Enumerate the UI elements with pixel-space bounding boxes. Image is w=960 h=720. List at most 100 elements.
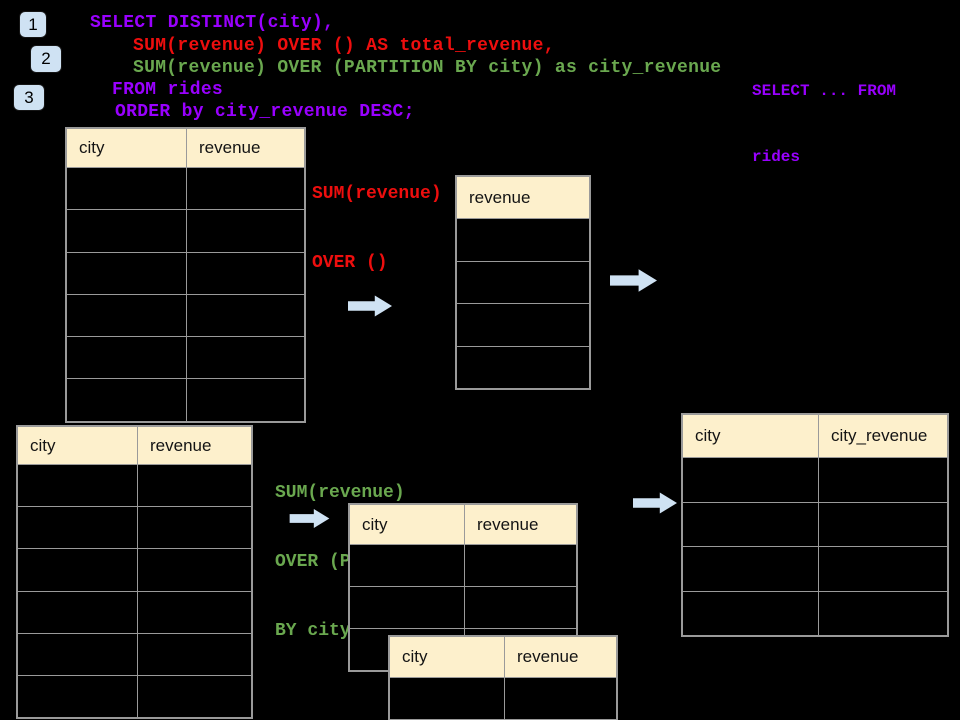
table-header-row: city revenue [18,427,251,464]
empty-cell [67,168,187,210]
empty-cell [18,465,138,507]
empty-cell [67,252,187,294]
empty-table-row [67,251,304,294]
empty-cell [350,587,465,628]
empty-cell [187,379,304,420]
column-header-revenue: revenue [477,514,539,534]
empty-cell [465,545,576,586]
table-header-row: city city_revenue [683,415,947,457]
empty-cell [819,458,947,502]
empty-cell [350,545,465,586]
column-header-city: city [350,505,465,544]
empty-table-row [18,464,251,507]
empty-table-row [18,506,251,549]
sql-line-select: SELECT DISTINCT(city), [90,13,335,33]
empty-cell [18,507,138,549]
empty-table-row [683,546,947,591]
empty-cell [138,465,251,506]
annotation-line: OVER () [312,253,388,273]
flow-arrow-to-total-icon [348,295,392,322]
side-note-line: rides [752,148,801,166]
empty-cell [187,337,304,378]
empty-cell [67,294,187,337]
empty-cell [457,262,589,304]
empty-table-row [457,260,589,304]
table-rides-source-bottom: city revenue [16,425,253,720]
empty-cell [819,503,947,547]
empty-cell [187,210,304,251]
table-city-revenue-result: city city_revenue [681,413,949,637]
column-header-revenue: revenue [150,435,212,455]
flow-arrow-to-partition-icon [287,509,332,533]
sql-line-from: FROM rides [112,80,224,100]
column-header-city: city [683,415,819,457]
empty-cell [67,337,187,379]
flow-arrow-to-result-icon [633,492,677,519]
empty-table-row [18,674,251,718]
empty-cell [187,253,304,294]
empty-cell [138,507,251,548]
empty-cell [457,219,589,261]
empty-cell [138,549,251,590]
sql-line-order-by: ORDER by city_revenue DESC; [115,102,415,122]
empty-cell [683,591,819,635]
empty-table-row [457,218,589,261]
empty-cell [138,676,251,717]
empty-cell [683,458,819,502]
empty-table-row [18,632,251,675]
column-header-revenue: revenue [517,647,579,666]
table-rides-source-top: city revenue [65,127,306,423]
empty-table-row [67,209,304,252]
empty-cell [18,675,138,718]
empty-table-row [683,590,947,636]
table-partition-group-overlay: city revenue [388,635,618,720]
empty-cell [18,549,138,591]
step-badge-1: 1 [19,11,47,38]
column-header-city-revenue: city_revenue [831,426,928,445]
empty-cell [18,591,138,633]
flow-arrow-from-total-icon [610,269,657,297]
table-header-row: revenue [457,177,589,218]
column-header-city: city [390,637,505,677]
empty-cell [457,304,589,346]
empty-table-row [457,345,589,389]
empty-cell [138,634,251,675]
empty-cell [819,592,947,636]
column-header-revenue: revenue [469,187,531,207]
empty-cell [18,633,138,675]
sql-line-sum-over-partition: SUM(revenue) OVER (PARTITION BY city) as… [133,58,722,78]
annotation-over-total: SUM(revenue) OVER () [312,137,442,321]
empty-table-row [683,457,947,502]
empty-table-row [67,167,304,210]
empty-cell [67,379,187,421]
annotation-line: SUM(revenue) [312,184,442,204]
empty-cell [505,678,616,719]
empty-table-row [67,336,304,379]
table-total-revenue: revenue [455,175,591,390]
empty-table-row [683,501,947,547]
column-header-city: city [18,427,138,464]
column-header-city: city [67,129,187,167]
table-header-row: city revenue [390,637,616,677]
empty-cell [187,295,304,336]
annotation-line: BY city) [275,621,362,641]
side-note-select-from: SELECT ... FROM rides [752,36,896,212]
empty-cell [187,168,304,209]
empty-cell [683,502,819,546]
empty-cell [819,547,947,591]
column-header-revenue: revenue [199,138,261,157]
empty-cell [457,347,589,389]
step-badge-2: 2 [30,45,62,73]
table-header-row: city revenue [350,505,576,544]
empty-cell [138,592,251,633]
table-header-row: city revenue [67,129,304,167]
step-badge-3: 3 [13,84,45,111]
sql-line-sum-over-total: SUM(revenue) OVER () AS total_revenue, [133,36,555,56]
empty-cell [683,547,819,591]
empty-table-row [390,677,616,719]
annotation-line: SUM(revenue) [275,483,405,503]
empty-table-row [67,293,304,337]
empty-table-row [457,303,589,346]
empty-cell [390,678,505,719]
empty-table-row [67,378,304,421]
